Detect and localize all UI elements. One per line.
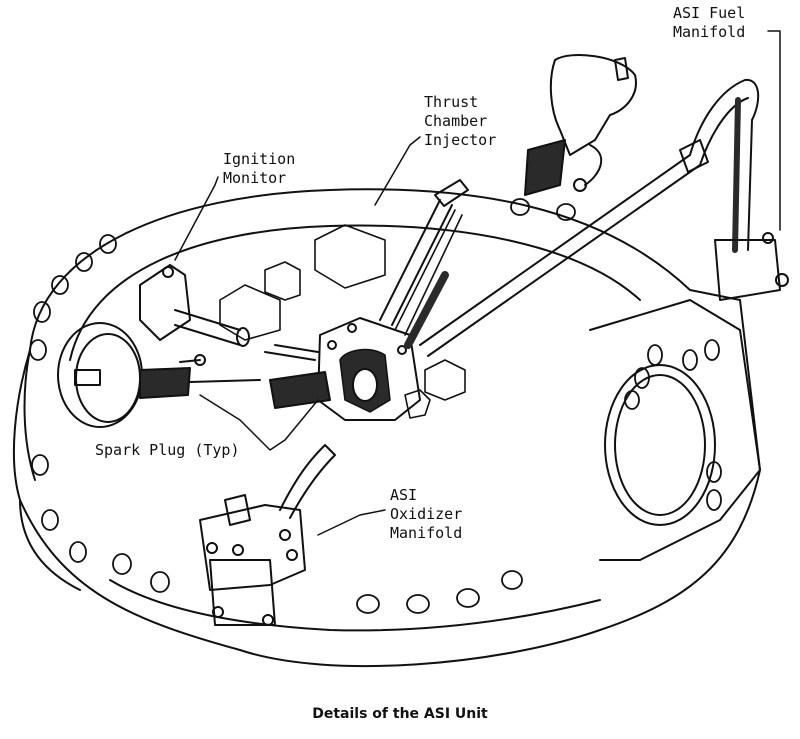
injector-dome-body [12, 188, 761, 668]
asi-block [317, 317, 421, 421]
side-mount [589, 299, 761, 561]
spark-plug-top [524, 54, 637, 196]
oxidizer-manifold [199, 444, 336, 626]
callout-asi-fuel-manifold: ASI Fuel Manifold [673, 4, 746, 41]
rim-bolt-holes [29, 198, 722, 614]
injector-tubes [379, 179, 469, 349]
fuel-manifold-line [419, 78, 789, 357]
ignition-monitor [139, 264, 250, 347]
callout-ignition-monitor: Ignition Monitor [223, 150, 296, 187]
callout-asi-oxidizer-manifold: ASI Oxidizer Manifold [390, 486, 463, 542]
callout-spark-plug: Spark Plug (Typ) [95, 441, 240, 459]
leader-lines [174, 30, 781, 536]
spark-plug-left [57, 322, 261, 428]
baffle-blocks [219, 224, 466, 419]
figure-caption: Details of the ASI Unit [312, 706, 488, 722]
callout-thrust-chamber-injector: Thrust Chamber Injector [424, 93, 497, 149]
spark-plug-center [264, 344, 331, 409]
